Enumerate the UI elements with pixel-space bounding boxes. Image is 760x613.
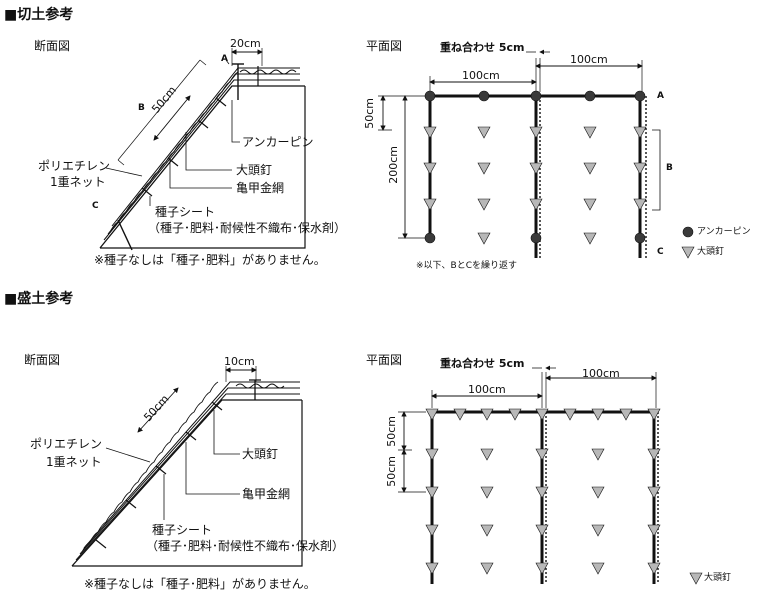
fill-title: ■盛土参考 (4, 291, 74, 307)
cut-repeat-note: ※以下、BとCを繰り返す (416, 261, 518, 271)
cut-poly-net-label-1: ポリエチレン (38, 159, 111, 173)
fill-seed-sheet-label-2: （種子･肥料･耐候性不織布･保水剤） (146, 539, 345, 553)
cut-poly-net-label-2: 1重ネット (50, 175, 106, 189)
cut-plan-nail-triangles (423, 126, 695, 259)
fill-plan-nail-triangles (425, 408, 703, 585)
cut-plan-letter-a: A (657, 91, 664, 101)
cut-section-label: 断面図 (34, 39, 71, 53)
fill-dim-50-top: 50cm (385, 416, 398, 447)
fill-dim-10cm: 10cm (224, 355, 255, 368)
cut-plan-letter-c: C (657, 247, 664, 257)
cut-seed-sheet-label-1: 種子シート (155, 205, 216, 219)
cut-plan-anchor-dots (424, 90, 694, 244)
cut-dim-100-left: 100cm (462, 69, 500, 82)
fill-section-drawing (71, 366, 303, 567)
fill-poly-net-label-2: 1重ネット (46, 455, 102, 469)
cut-plan-label: 平面図 (366, 39, 403, 53)
fill-note: ※種子なしは「種子･肥料」がありません。 (84, 577, 316, 591)
cut-letter-c: C (92, 201, 99, 211)
cut-note: ※種子なしは「種子･肥料」がありません。 (94, 253, 326, 267)
cut-dim-200: 200cm (387, 146, 400, 184)
cut-letter-a: A (221, 54, 228, 64)
cut-letter-b: B (138, 103, 145, 113)
fill-legend-nail: 大頭釘 (704, 573, 732, 583)
cut-hex-wire-label: 亀甲金網 (236, 181, 285, 195)
cut-dim-20cm: 20cm (230, 37, 261, 50)
fill-dim-100-left: 100cm (468, 383, 506, 396)
fill-seed-sheet-label-1: 種子シート (152, 523, 213, 537)
fill-dim-50-bottom: 50cm (385, 456, 398, 487)
cut-plan-drawing (378, 52, 661, 258)
cut-title: ■切土参考 (4, 7, 74, 23)
fill-big-nail-label: 大頭釘 (242, 447, 279, 461)
fill-plan-drawing (398, 368, 659, 584)
fill-plan-label: 平面図 (366, 353, 403, 367)
fill-poly-net-label-1: ポリエチレン (30, 437, 103, 451)
cut-legend-anchor: アンカーピン (697, 227, 751, 237)
cut-overlap-label: 重ね合わせ 5cm (440, 41, 525, 54)
cut-plan-letter-b: B (666, 163, 673, 173)
cut-seed-sheet-label-2: （種子･肥料･耐候性不織布･保水剤） (148, 221, 347, 235)
fill-overlap-label: 重ね合わせ 5cm (440, 357, 525, 370)
cut-big-nail-label: 大頭釘 (236, 163, 273, 177)
cut-dim-100-right: 100cm (570, 53, 608, 66)
cut-section-drawing (99, 48, 306, 251)
cut-anchor-pin-label: アンカーピン (242, 135, 314, 149)
fill-section-label: 断面図 (24, 353, 61, 367)
fill-dim-100-right: 100cm (582, 367, 620, 380)
cut-legend-nail: 大頭釘 (697, 247, 725, 257)
cut-dim-50: 50cm (363, 98, 376, 129)
fill-hex-wire-label: 亀甲金網 (242, 487, 291, 501)
